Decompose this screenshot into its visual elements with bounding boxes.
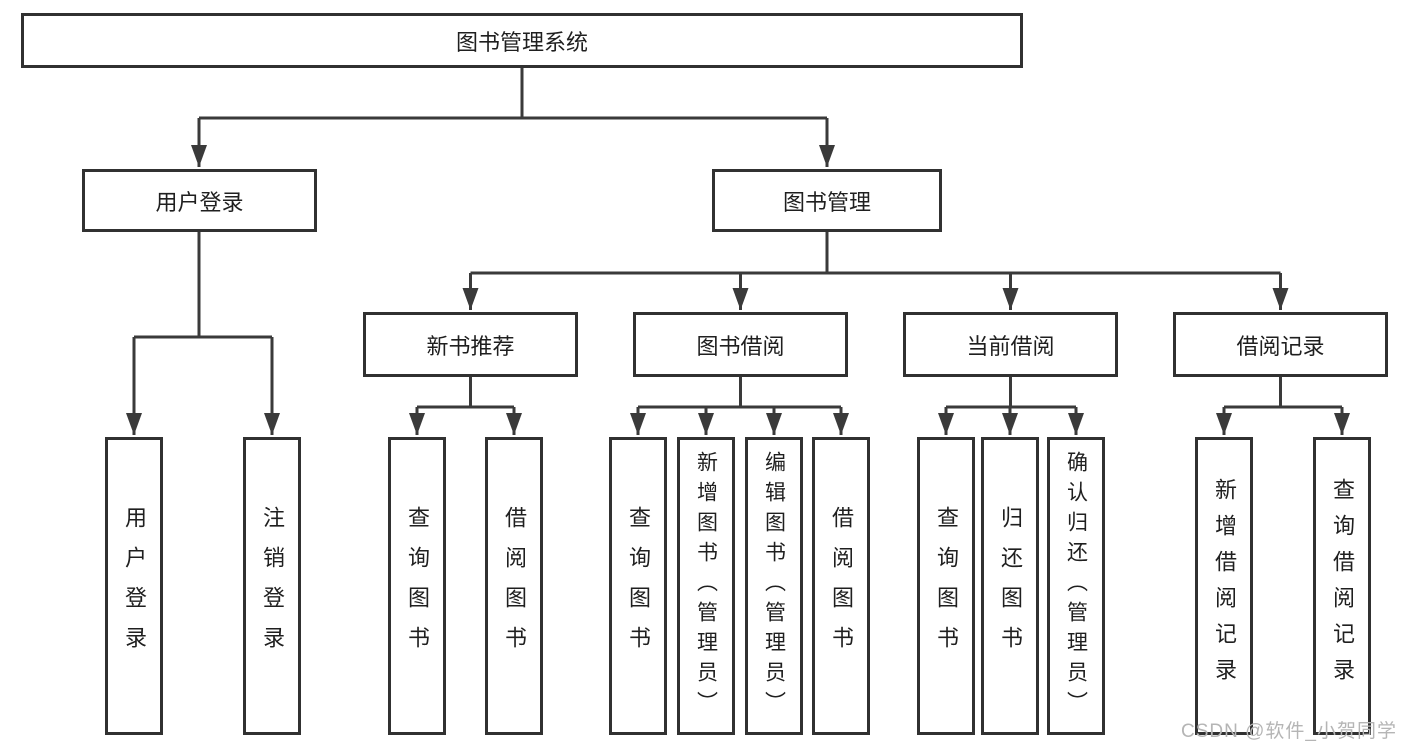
node-root: 图书管理系统 <box>21 13 1023 68</box>
leaf-user-login-label: 用户登录 <box>122 506 147 666</box>
node-current-borrow-label: 当前借阅 <box>966 333 1055 359</box>
leaf-query-books-current: 查询图书 <box>917 437 975 735</box>
leaf-add-books-admin: 新增图书（管理员） <box>677 437 735 735</box>
node-new-book-recommend-label: 新书推荐 <box>426 333 515 359</box>
node-current-borrow: 当前借阅 <box>903 312 1118 377</box>
leaf-query-books-borrow-label: 查询图书 <box>626 506 651 666</box>
leaf-borrow-books-recommend-label: 借阅图书 <box>502 506 527 666</box>
leaf-confirm-return-admin-label: 确认归还（管理员） <box>1064 451 1088 721</box>
node-borrow-records: 借阅记录 <box>1173 312 1388 377</box>
node-book-borrow: 图书借阅 <box>633 312 848 377</box>
leaf-query-borrow-record-label: 查询借阅记录 <box>1330 478 1355 694</box>
leaf-borrow-books: 借阅图书 <box>812 437 870 735</box>
csdn-watermark: CSDN @软件_小贺同学 <box>1181 721 1397 742</box>
leaf-logout-login: 注销登录 <box>243 437 301 735</box>
node-book-management-label: 图书管理 <box>782 189 871 215</box>
leaf-return-books: 归还图书 <box>981 437 1039 735</box>
leaf-borrow-books-label: 借阅图书 <box>829 506 854 666</box>
leaf-logout-login-label: 注销登录 <box>260 506 285 666</box>
connector-rails <box>134 68 1342 409</box>
leaf-add-books-admin-label: 新增图书（管理员） <box>694 451 718 721</box>
leaf-return-books-label: 归还图书 <box>998 506 1023 666</box>
leaf-query-books-recommend-label: 查询图书 <box>405 506 430 666</box>
node-book-management: 图书管理 <box>712 169 942 232</box>
node-new-book-recommend: 新书推荐 <box>363 312 578 377</box>
leaf-add-borrow-record-label: 新增借阅记录 <box>1212 478 1237 694</box>
leaf-add-borrow-record: 新增借阅记录 <box>1195 437 1253 735</box>
leaf-user-login: 用户登录 <box>105 437 163 735</box>
leaf-confirm-return-admin: 确认归还（管理员） <box>1047 437 1105 735</box>
node-root-label: 图书管理系统 <box>455 29 588 55</box>
leaf-query-books-recommend: 查询图书 <box>388 437 446 735</box>
node-user-login-label: 用户登录 <box>155 189 244 215</box>
leaf-query-books-borrow: 查询图书 <box>609 437 667 735</box>
leaf-edit-books-admin: 编辑图书（管理员） <box>745 437 803 735</box>
node-book-borrow-label: 图书借阅 <box>696 333 785 359</box>
leaf-query-books-current-label: 查询图书 <box>934 506 959 666</box>
leaf-query-borrow-record: 查询借阅记录 <box>1313 437 1371 735</box>
leaf-edit-books-admin-label: 编辑图书（管理员） <box>762 451 786 721</box>
node-user-login: 用户登录 <box>82 169 317 232</box>
node-borrow-records-label: 借阅记录 <box>1236 333 1325 359</box>
leaf-borrow-books-recommend: 借阅图书 <box>485 437 543 735</box>
